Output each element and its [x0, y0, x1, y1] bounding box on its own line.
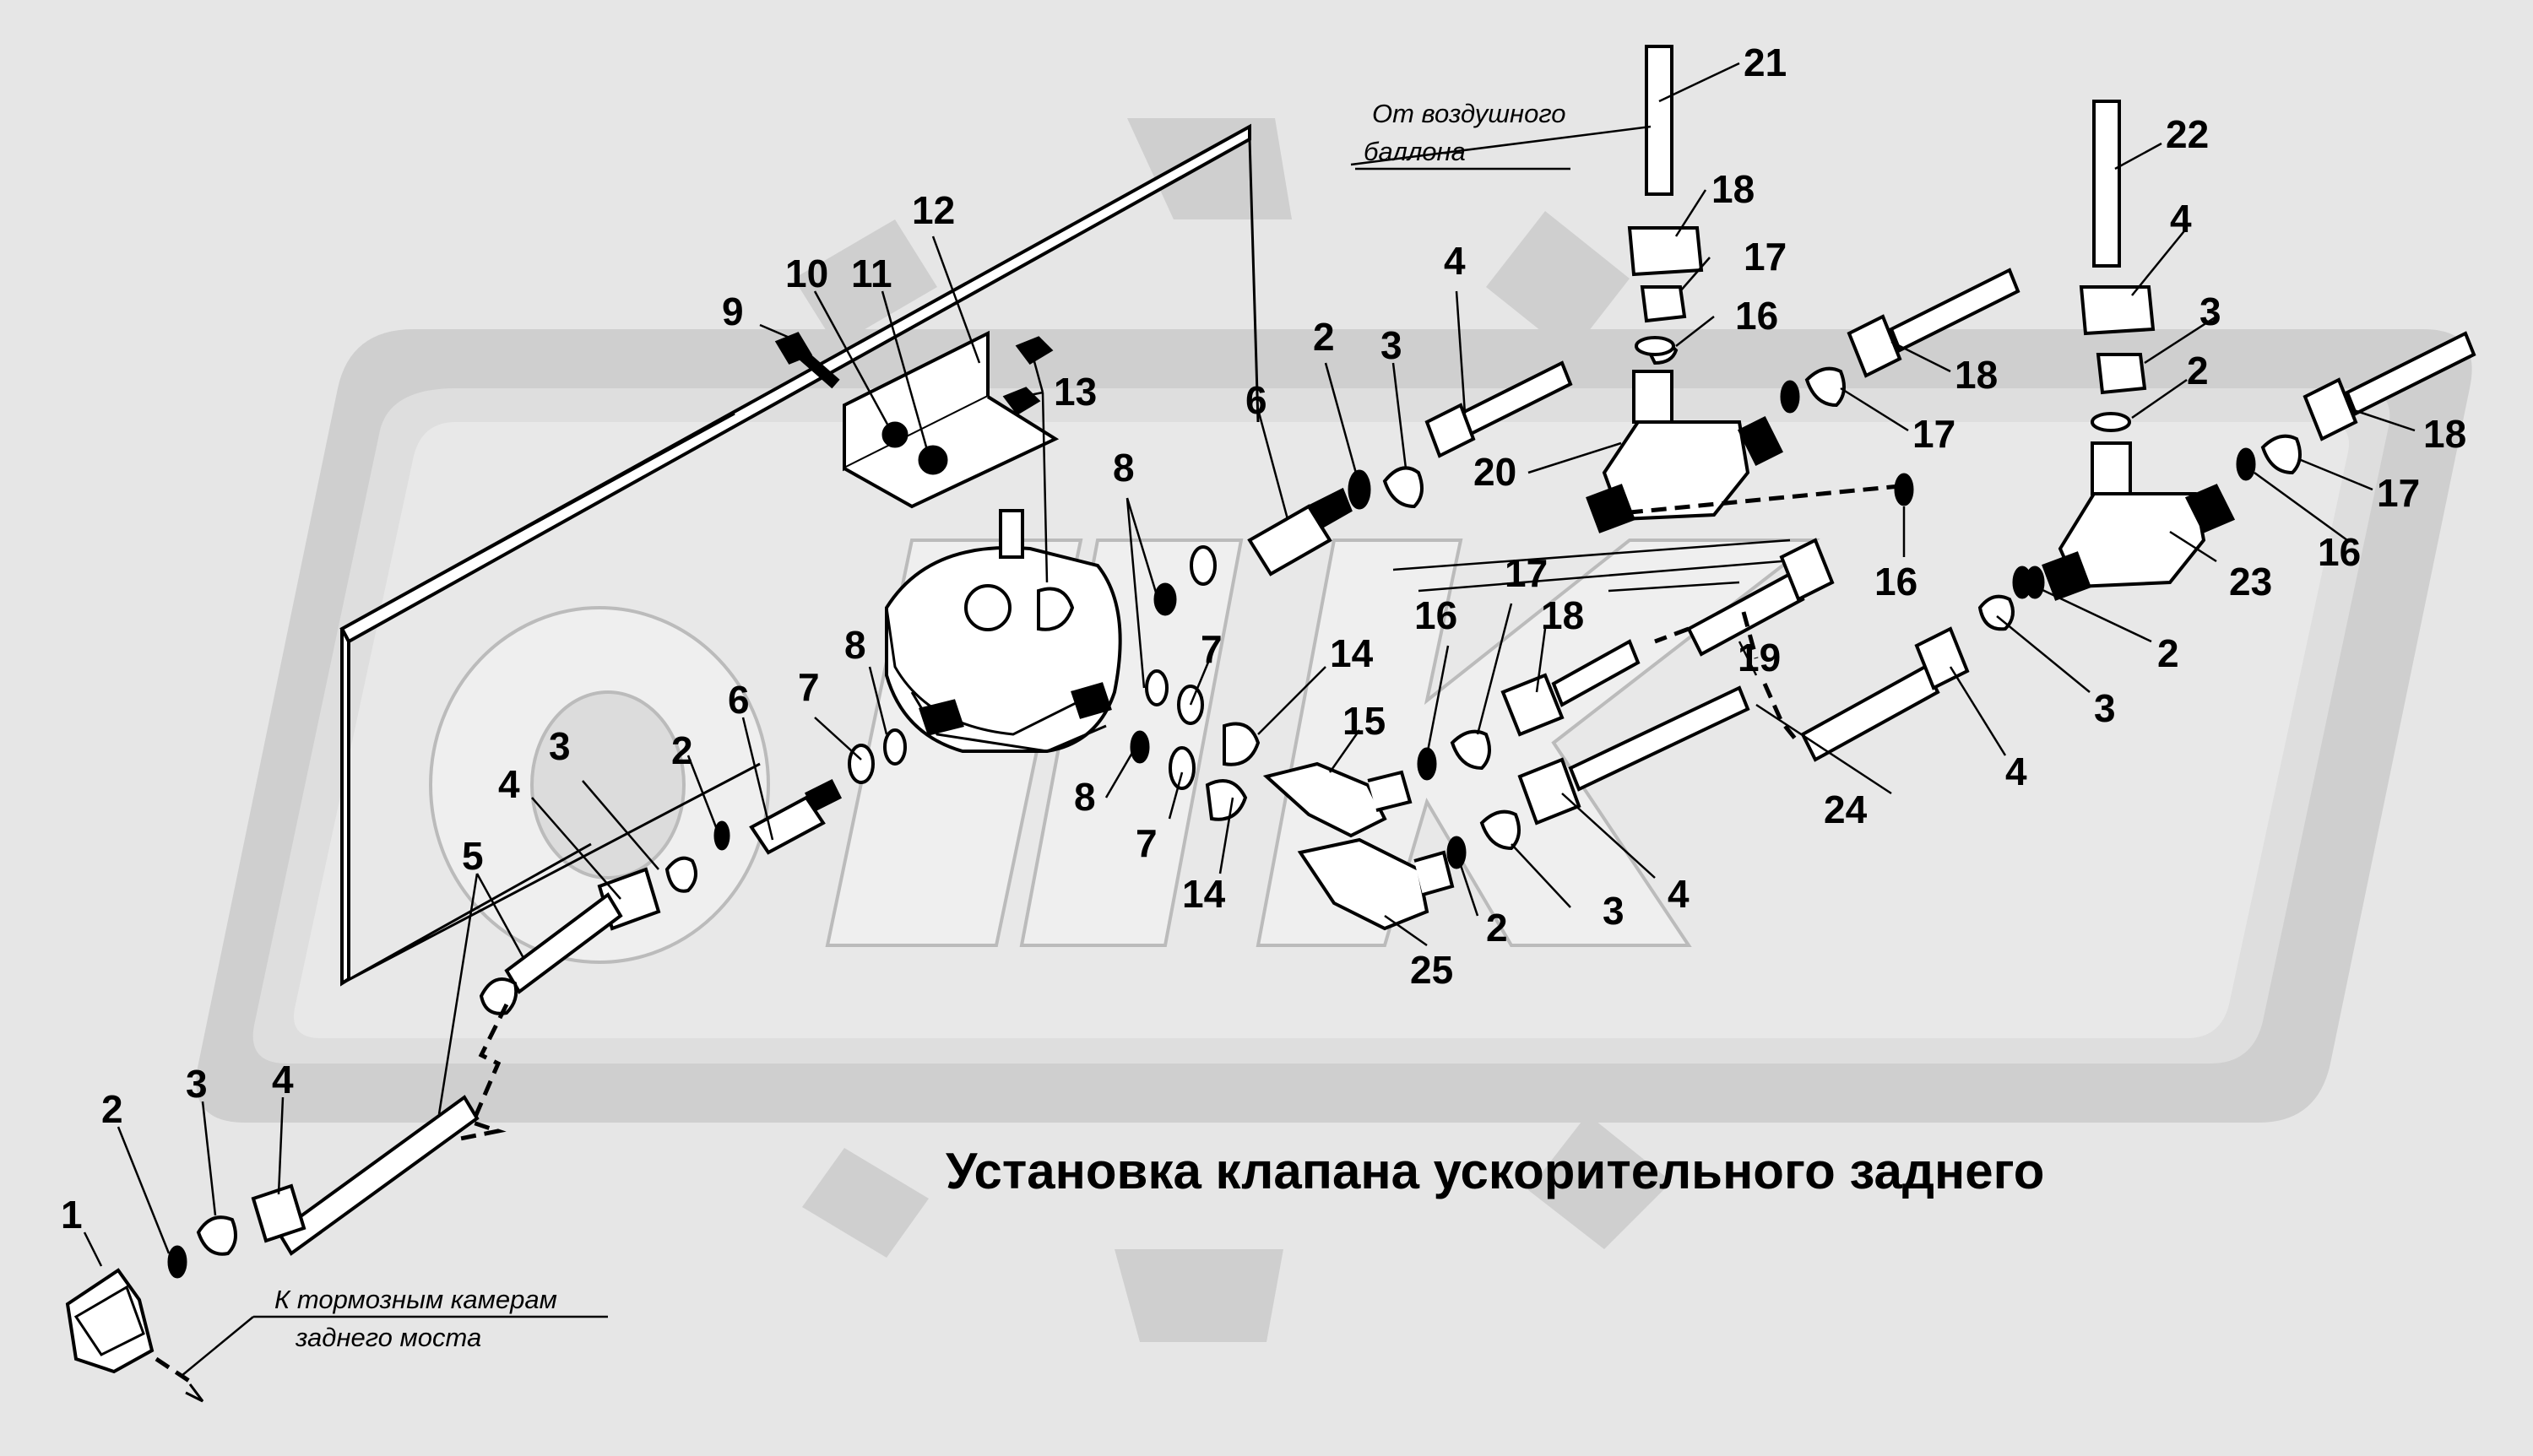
annotations: От воздушного баллона К тормозным камера… — [274, 99, 1566, 1352]
callout-14: 14 — [1330, 631, 1374, 675]
callout-1: 1 — [61, 1193, 83, 1237]
callout-16: 16 — [2318, 530, 2361, 574]
callout-2: 2 — [671, 728, 693, 772]
callout-7: 7 — [798, 665, 820, 709]
callout-18: 18 — [1711, 167, 1755, 211]
callout-2: 2 — [2187, 349, 2209, 392]
pipe-part-24 — [1654, 538, 2045, 762]
right-fittings — [1130, 360, 1573, 821]
callout-9: 9 — [722, 290, 744, 333]
callout-23: 23 — [2229, 560, 2272, 604]
callout-6: 6 — [728, 678, 750, 722]
leader-lines — [83, 62, 2416, 1377]
callout-16: 16 — [1735, 294, 1778, 338]
callout-2: 2 — [1486, 906, 1508, 950]
callout-14: 14 — [1182, 872, 1226, 916]
air-tank-note-line1: От воздушного — [1372, 99, 1566, 128]
callout-10: 10 — [785, 252, 828, 295]
callout-16: 16 — [1874, 560, 1917, 604]
callout-4: 4 — [498, 762, 520, 806]
callout-2: 2 — [101, 1087, 123, 1131]
callout-11: 11 — [851, 252, 892, 295]
callout-13: 13 — [1054, 370, 1097, 414]
callout-19: 19 — [1738, 636, 1781, 679]
callout-7: 7 — [1136, 821, 1158, 865]
diagram-title: Установка клапана ускорительного заднего — [946, 1143, 2044, 1199]
callout-2: 2 — [1313, 315, 1335, 359]
bracket-part-12 — [843, 330, 1060, 509]
callout-4: 4 — [1668, 872, 1690, 916]
tee-fitting-part-23 — [2012, 100, 2476, 601]
callout-6: 6 — [1245, 378, 1267, 422]
callout-8: 8 — [1074, 775, 1096, 819]
bolt-part-9 — [774, 332, 840, 389]
callout-17: 17 — [1912, 412, 1955, 456]
callout-7: 7 — [1201, 627, 1223, 671]
callout-12: 12 — [912, 188, 955, 232]
callout-24: 24 — [1824, 788, 1868, 831]
callout-17: 17 — [1505, 551, 1548, 595]
brake-note-line1: К тормозным камерам — [274, 1285, 557, 1314]
callout-4: 4 — [272, 1058, 294, 1101]
callout-3: 3 — [1380, 323, 1402, 367]
callout-16: 16 — [1414, 593, 1457, 637]
elbow-fittings — [1262, 639, 1750, 931]
callout-3: 3 — [2094, 686, 2116, 730]
callout-8: 8 — [844, 623, 866, 667]
callout-22: 22 — [2166, 112, 2209, 156]
brake-note-line2: заднего моста — [295, 1323, 481, 1352]
callout-3: 3 — [2199, 290, 2221, 333]
callout-4: 4 — [1444, 239, 1466, 283]
callout-5: 5 — [462, 834, 484, 878]
callout-4: 4 — [2170, 197, 2192, 241]
callouts: 1 2 3 4 5 4 3 2 6 7 8 9 10 11 12 13 8 6 … — [61, 41, 2466, 1237]
callout-3: 3 — [186, 1062, 208, 1106]
callout-18: 18 — [1541, 593, 1584, 637]
callout-20: 20 — [1473, 450, 1516, 494]
callout-3: 3 — [549, 724, 571, 768]
callout-17: 17 — [2377, 471, 2420, 515]
left-fittings — [455, 728, 907, 1142]
callout-3: 3 — [1603, 889, 1624, 933]
callout-4: 4 — [2005, 750, 2027, 793]
callout-15: 15 — [1342, 699, 1386, 743]
mounting-panel — [339, 123, 1260, 987]
callout-18: 18 — [2423, 412, 2466, 456]
callout-21: 21 — [1744, 41, 1787, 84]
air-tank-note-line2: баллона — [1364, 137, 1466, 166]
callout-2: 2 — [2157, 631, 2179, 675]
callout-17: 17 — [1744, 235, 1787, 279]
callout-25: 25 — [1410, 948, 1453, 992]
callout-18: 18 — [1955, 353, 1998, 397]
brake-chamber-pipe — [65, 1095, 480, 1403]
callout-8: 8 — [1113, 446, 1135, 490]
relay-valve-body — [885, 509, 1122, 753]
